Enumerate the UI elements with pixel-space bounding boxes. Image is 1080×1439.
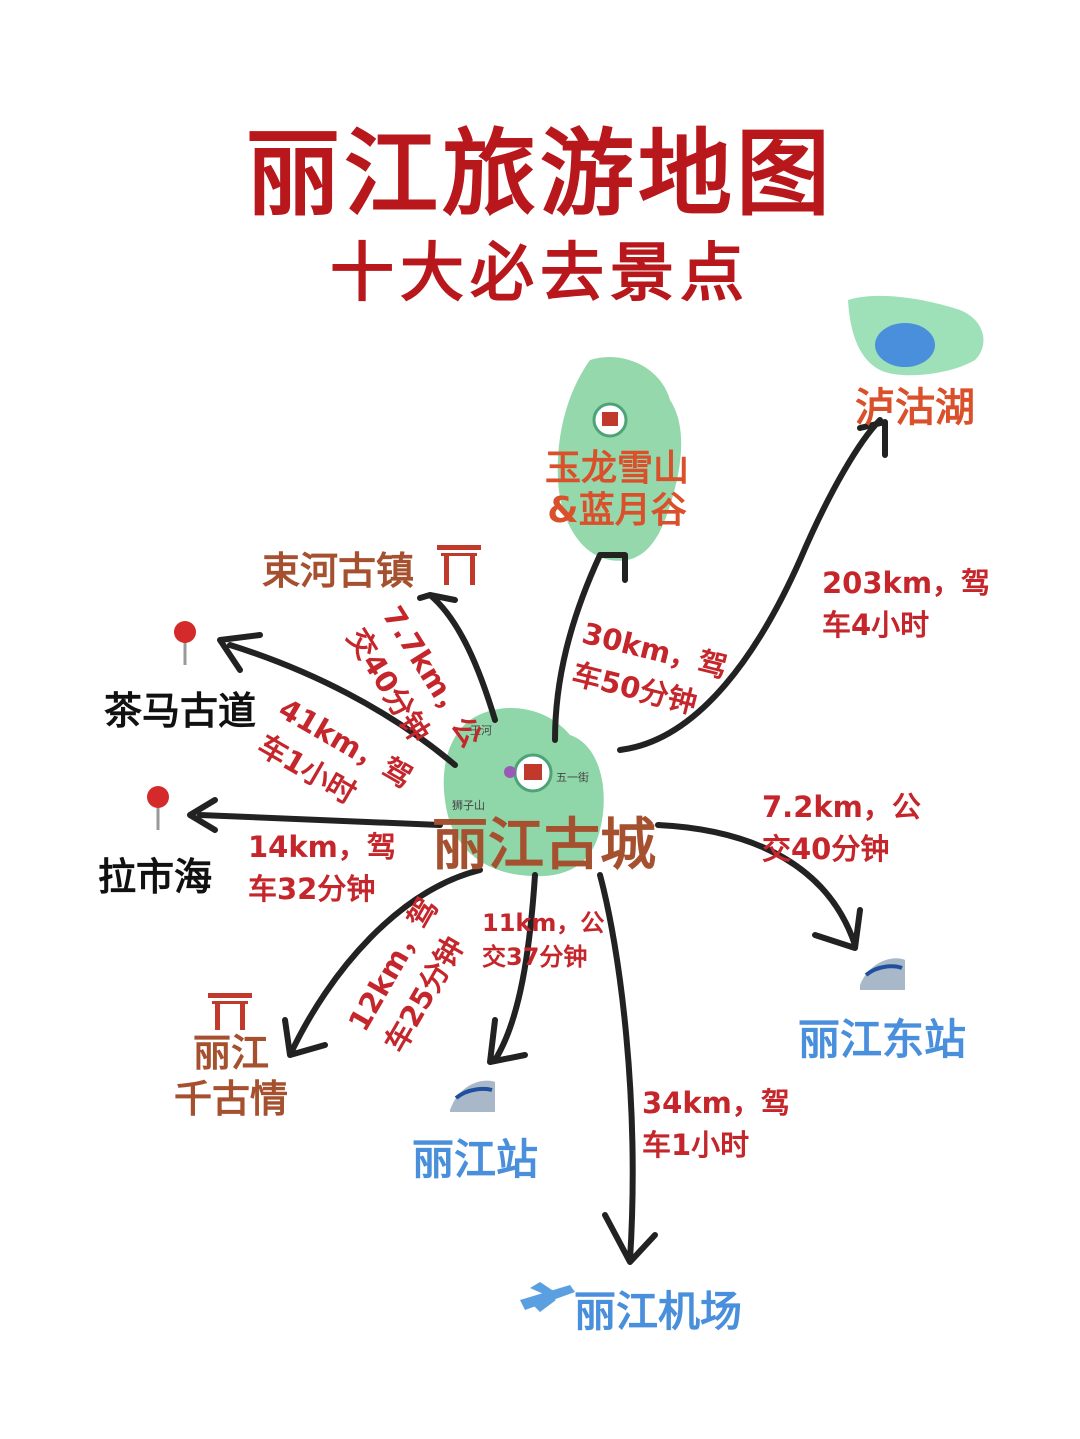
qianguqing-label-line2: 千古情: [173, 1077, 288, 1121]
station-distance-line1: 11km，公: [482, 909, 605, 937]
lugu-label: 泸沽湖: [855, 385, 975, 431]
map-label-river: 玉河: [470, 724, 492, 737]
airport-distance: 34km，驾 车1小时: [642, 1082, 790, 1166]
center-label: 丽江古城: [432, 813, 656, 878]
lashihai-distance-line1: 14km，驾: [248, 830, 396, 864]
east-station-label: 丽江东站: [798, 1015, 967, 1064]
yulong-spot-roof-icon: [602, 412, 618, 426]
arrow-to-lashihai: [187, 797, 443, 833]
bullet-train-icon: [450, 1080, 495, 1112]
lugu-distance-line1: 203km，驾: [822, 566, 991, 600]
old-town-area: [443, 708, 604, 877]
lugu-lake-water: [875, 323, 935, 367]
shuhe-label: 束河古镇: [262, 549, 415, 593]
station-distance-line2: 交37分钟: [482, 943, 588, 971]
arrow-to-east-station: [655, 822, 863, 951]
bullet-train-icon: [860, 958, 905, 990]
map-label-hill: 狮子山: [452, 799, 485, 812]
map-pin-icon: [147, 786, 169, 830]
map-label-street: 五一街: [556, 771, 589, 784]
airport-distance-line2: 车1小时: [642, 1128, 750, 1162]
lugu-distance-line2: 车4小时: [822, 608, 930, 642]
page-title: 丽江旅游地图: [245, 120, 834, 229]
page-subtitle: 十大必去景点: [330, 237, 750, 311]
arrow-to-chama: [217, 632, 458, 768]
east-station-distance-line2: 交40分钟: [762, 832, 890, 866]
lashihai-distance: 14km，驾 车32分钟: [248, 826, 396, 910]
arrow-to-station: [487, 872, 538, 1065]
qianguqing-label-line1: 丽江: [192, 1031, 269, 1075]
arrow-to-airport: [597, 872, 658, 1265]
arrow-to-yulong: [552, 552, 628, 743]
station-distance: 11km，公 交37分钟: [482, 906, 604, 974]
chama-label: 茶马古道: [104, 689, 257, 733]
lashihai-distance-line2: 车32分钟: [248, 872, 376, 906]
station-label: 丽江站: [412, 1135, 539, 1184]
arrow-to-lugu: [617, 417, 888, 753]
yulong-label-line2: &蓝月谷: [547, 490, 687, 531]
arrow-to-qianguqing: [282, 867, 483, 1058]
qianguqing-label: 丽江 千古情: [172, 1030, 290, 1122]
yulong-area: [557, 356, 682, 561]
old-town-poi-icon: [504, 766, 516, 778]
airport-label: 丽江机场: [574, 1287, 743, 1336]
yulong-label-line1: 玉龙雪山: [544, 448, 689, 489]
torii-gate-icon: [208, 993, 252, 1030]
torii-gate-icon: [437, 545, 481, 585]
lugu-distance: 203km，驾 车4小时: [822, 562, 990, 646]
east-station-distance-line1: 7.2km，公: [762, 790, 921, 824]
arrow-to-shuhe: [417, 592, 498, 723]
yulong-label: 玉龙雪山 &蓝月谷: [542, 448, 692, 532]
east-station-distance: 7.2km，公 交40分钟: [762, 786, 921, 870]
airplane-icon: [520, 1282, 575, 1312]
old-town-roof-icon: [524, 764, 542, 780]
lashihai-label: 拉市海: [98, 855, 213, 899]
map-pin-icon: [174, 621, 196, 665]
airport-distance-line1: 34km，驾: [642, 1086, 790, 1120]
